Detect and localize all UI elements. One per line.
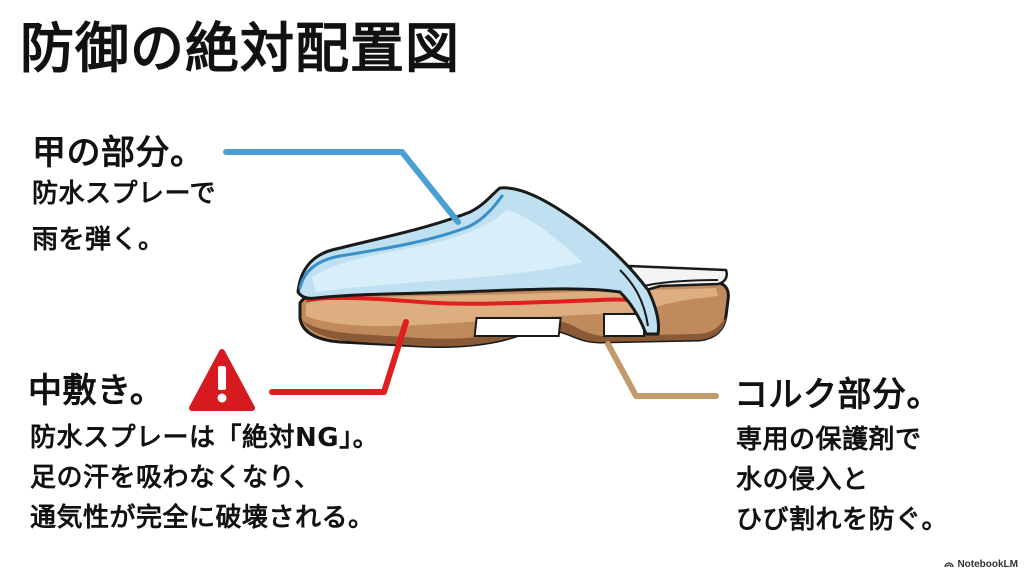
upper-heel-edge bbox=[619, 269, 649, 327]
insole-heel bbox=[628, 264, 728, 294]
insole-line-3: 通気性が完全に破壊される。 bbox=[30, 503, 375, 533]
cork-line-2: 水の侵入と bbox=[736, 465, 869, 495]
insole-top-line bbox=[643, 279, 719, 287]
badge-label: NotebookLM bbox=[957, 559, 1018, 570]
upper-line-1: 防水スプレーで bbox=[32, 179, 216, 209]
clog-upper bbox=[296, 186, 660, 336]
upper-stitch-line bbox=[298, 194, 504, 290]
upper-line-2: 雨を弾く。 bbox=[32, 225, 165, 255]
upper-leader-line bbox=[223, 149, 461, 225]
insole-area bbox=[306, 264, 728, 306]
insole-leader-line bbox=[269, 319, 409, 395]
notebooklm-badge: NotebookLM bbox=[944, 559, 1018, 570]
cork-band bbox=[306, 288, 718, 326]
cork-line-3: ひび割れを防ぐ。 bbox=[736, 505, 949, 535]
upper-heading: 甲の部分。 bbox=[32, 133, 205, 173]
cork-leader-line bbox=[605, 341, 719, 399]
sole-window-left bbox=[473, 317, 562, 337]
notebooklm-logo-icon bbox=[944, 562, 955, 568]
insole-line-2: 足の汗を吸わなくなり、 bbox=[30, 463, 321, 493]
upper-highlight bbox=[312, 210, 582, 292]
page-title: 防御の絶対配置図 bbox=[20, 17, 460, 80]
insole-line-1: 防水スプレーは「絶対NG」。 bbox=[30, 423, 380, 453]
cork-line-1: 専用の保護剤で bbox=[736, 425, 922, 455]
insole-red-line bbox=[306, 295, 642, 306]
warning-triangle-icon bbox=[189, 349, 255, 411]
insole-heading: 中敷き。 bbox=[28, 371, 165, 411]
cork-heading: コルク部分。 bbox=[734, 375, 941, 415]
